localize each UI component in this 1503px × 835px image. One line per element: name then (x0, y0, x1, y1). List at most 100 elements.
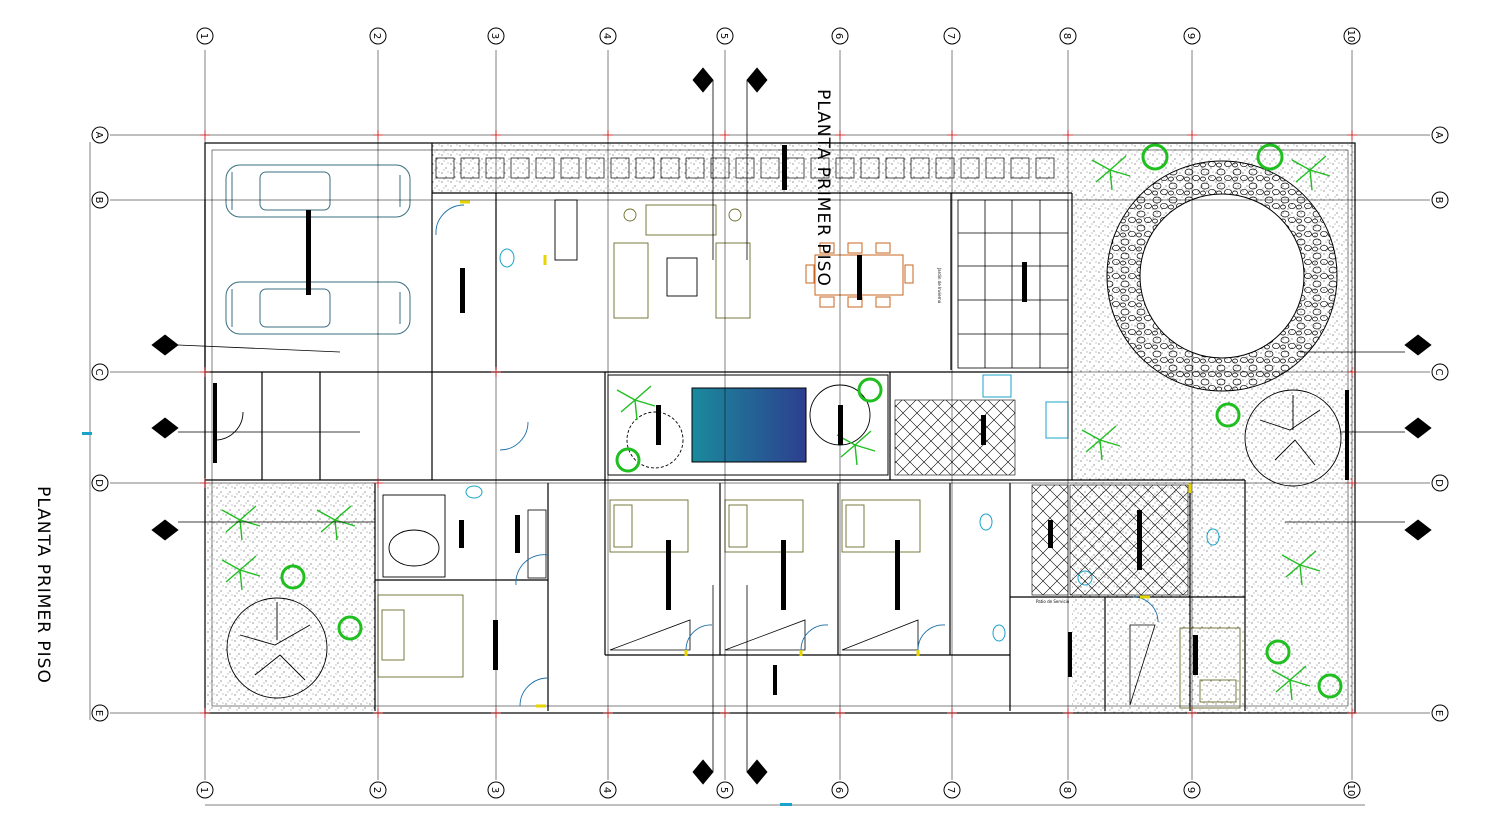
grid-bubble-row-d: D (1431, 474, 1449, 492)
svg-text:4: 4 (1411, 527, 1422, 533)
svg-text:B: B (1433, 197, 1444, 204)
svg-text:3: 3 (489, 787, 500, 793)
section-marker-top-2: 2 (746, 67, 768, 260)
svg-text:5: 5 (696, 769, 707, 775)
cyan-marker-bottom (780, 803, 792, 806)
section-marker-top-5: 5 (692, 67, 714, 260)
svg-text:6: 6 (833, 787, 844, 793)
svg-text:10: 10 (1345, 784, 1356, 797)
door-accents (460, 200, 1192, 708)
car-1 (225, 164, 411, 218)
grid-bubble-row-c: C (1431, 363, 1449, 381)
bed (377, 594, 464, 678)
svg-text:7: 7 (945, 787, 956, 793)
circular-garden (1106, 160, 1338, 392)
svg-text:D: D (93, 479, 104, 487)
svg-text:3: 3 (1411, 342, 1422, 348)
plants (221, 143, 1343, 701)
svg-text:C: C (93, 369, 104, 376)
palm-plant (1291, 155, 1331, 191)
grid-bubble-col-2: 2 (369, 27, 387, 45)
pool (607, 374, 889, 476)
svg-text:4: 4 (158, 527, 169, 533)
drawing-title-top: PLANTA PRIMER PISO (813, 89, 833, 287)
drawing-title-left: PLANTA PRIMER PISO (33, 486, 53, 684)
palm-plant (1081, 425, 1121, 461)
palm-plant (221, 555, 261, 591)
svg-text:6: 6 (833, 33, 844, 39)
svg-text:E: E (1433, 710, 1444, 716)
svg-text:5: 5 (718, 33, 729, 39)
svg-text:3: 3 (158, 342, 169, 348)
grid-bubbles-top: 1 2 3 4 5 6 7 8 9 10 (196, 27, 1361, 45)
section-marker-right-1: 1 (1340, 417, 1432, 439)
svg-text:C: C (1433, 369, 1444, 376)
svg-text:8: 8 (1061, 787, 1072, 793)
bed (724, 499, 804, 553)
bed (1179, 627, 1241, 709)
section-marker-left-1: 1 (151, 417, 360, 439)
bed (609, 499, 689, 553)
section-marker-right-4: 4 (1285, 519, 1432, 541)
section-marker-bottom-5: 5 (692, 585, 714, 785)
grid-bubble-row-b: B (1431, 191, 1449, 209)
palm-plant (316, 505, 356, 541)
palm-plant (221, 505, 261, 541)
room-label-service-patio: Patio de Servicio (1036, 599, 1070, 604)
svg-text:2: 2 (371, 787, 382, 793)
room-label-winter-garden: Jardin de Invierno (937, 267, 942, 304)
garage-cars (225, 164, 411, 335)
grid-bubbles-bottom: 1 2 3 4 5 6 7 8 9 10 (196, 781, 1361, 799)
svg-text:2: 2 (371, 33, 382, 39)
section-marker-right-3: 3 (1300, 334, 1432, 356)
svg-text:4: 4 (601, 33, 612, 39)
grid-bubbles-right: A B C D E (1431, 126, 1449, 722)
svg-text:5: 5 (718, 787, 729, 793)
palm-plant (1271, 665, 1311, 701)
svg-text:2: 2 (750, 769, 761, 775)
grid-bubble-col-2: 2 (369, 781, 387, 799)
cyan-marker-left (82, 432, 92, 435)
svg-text:9: 9 (1185, 33, 1196, 39)
grid-bubble-row-e: E (91, 704, 109, 722)
svg-text:1: 1 (198, 787, 209, 793)
grid-bubble-col-3: 3 (487, 781, 505, 799)
palm-plant (1091, 155, 1131, 191)
trees (226, 384, 1342, 699)
section-marker-left-3: 3 (151, 334, 341, 356)
bed (841, 499, 921, 553)
svg-text:1: 1 (198, 33, 209, 39)
grid-lines (89, 50, 1430, 806)
grid-bubble-col-4: 4 (599, 781, 617, 799)
grid-bubble-col-9: 9 (1183, 27, 1201, 45)
palm-plant (616, 385, 656, 421)
grid-bubble-col-6: 6 (831, 781, 849, 799)
grid-bubble-col-10: 10 (1343, 781, 1361, 799)
palm-plant (836, 430, 876, 466)
car-2 (225, 281, 411, 335)
paving-blocks (435, 157, 1055, 179)
grid-bubble-col-7: 7 (943, 781, 961, 799)
grid-bubble-col-7: 7 (943, 27, 961, 45)
grid-bubble-col-9: 9 (1183, 781, 1201, 799)
svg-text:7: 7 (945, 33, 956, 39)
grid-bubble-row-b: B (91, 191, 109, 209)
grid-bubble-row-a: A (91, 126, 109, 144)
grid-bubbles-left: A B C D E (91, 126, 109, 722)
section-markers: 3 1 4 3 1 4 5 2 5 2 (151, 67, 1432, 785)
section-marker-left-4: 4 (151, 519, 375, 541)
grid-bubble-col-1: 1 (196, 27, 214, 45)
stairs (527, 509, 1156, 706)
svg-text:3: 3 (489, 33, 500, 39)
grid-bubble-col-4: 4 (599, 27, 617, 45)
level-markers (213, 145, 1349, 695)
diagonal-tile-areas (894, 399, 1189, 596)
svg-text:1: 1 (1411, 425, 1422, 431)
terrace-tiles (957, 199, 1069, 369)
svg-text:9: 9 (1185, 787, 1196, 793)
svg-text:A: A (1433, 132, 1444, 139)
grid-bubble-col-5: 5 (716, 27, 734, 45)
section-marker-bottom-2: 2 (746, 585, 768, 785)
grid-bubble-col-6: 6 (831, 27, 849, 45)
